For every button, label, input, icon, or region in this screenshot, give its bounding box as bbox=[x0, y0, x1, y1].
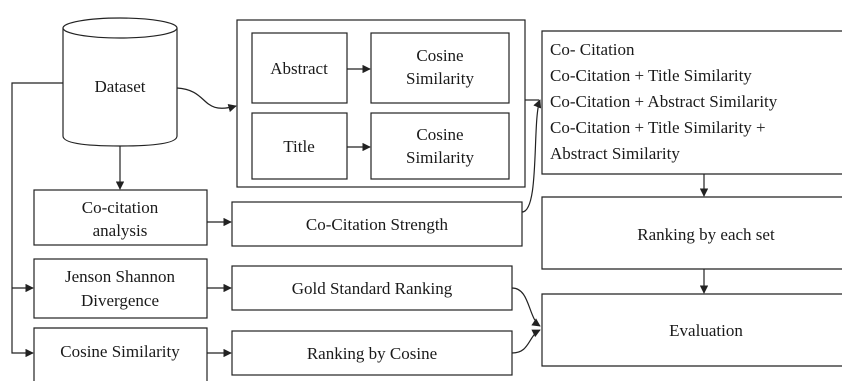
sets-line-4: Co-Citation + Title Similarity + bbox=[550, 118, 766, 137]
sets-box bbox=[541, 30, 842, 175]
jenson-shannon-box bbox=[33, 258, 208, 319]
title-cosine-box bbox=[370, 112, 510, 180]
cocitation-strength-box bbox=[231, 201, 523, 247]
dataset-cylinder: Dataset bbox=[62, 17, 178, 147]
sets-line-3: Co-Citation + Abstract Similarity bbox=[550, 92, 778, 111]
title-cosine-line-2: Similarity bbox=[406, 148, 475, 167]
abstract-cosine-line-2: Similarity bbox=[406, 69, 475, 88]
sets-line-1: Co- Citation bbox=[550, 40, 635, 59]
title-box bbox=[251, 112, 348, 180]
gold-to-evaluation-arrow bbox=[511, 287, 541, 327]
sets-line-2: Co-Citation + Title Similarity bbox=[550, 66, 752, 85]
title-cosine-line-1: Cosine bbox=[416, 125, 463, 144]
strength-to-sets-arrow bbox=[521, 99, 542, 213]
jenson-shannon-line-2: Divergence bbox=[81, 291, 159, 310]
cosine-similarity-box bbox=[33, 327, 208, 381]
jenson-shannon-line-1: Jenson Shannon bbox=[65, 267, 176, 286]
ranking-by-cosine-label: Ranking by Cosine bbox=[307, 344, 437, 363]
dataset-to-group-arrow bbox=[176, 87, 237, 113]
ranking-by-cosine-box bbox=[231, 330, 513, 376]
cocitation-analysis-box bbox=[33, 189, 208, 246]
abstract-box bbox=[251, 32, 348, 104]
evaluation-label: Evaluation bbox=[669, 321, 743, 340]
cocitation-analysis-line-2: analysis bbox=[93, 221, 148, 240]
dataset-label: Dataset bbox=[95, 77, 146, 96]
dataset-side-bus bbox=[11, 82, 63, 358]
ranking-by-set-label: Ranking by each set bbox=[637, 225, 775, 244]
cocitation-analysis-line-1: Co-citation bbox=[82, 198, 159, 217]
gold-standard-label: Gold Standard Ranking bbox=[292, 279, 453, 298]
abstract-label: Abstract bbox=[270, 59, 328, 78]
ranking-by-set-box bbox=[541, 196, 842, 270]
gold-standard-box bbox=[231, 265, 513, 311]
cocitation-strength-label: Co-Citation Strength bbox=[306, 215, 449, 234]
evaluation-box bbox=[541, 293, 842, 367]
cosine-ranking-to-evaluation-arrow bbox=[511, 329, 541, 354]
sets-line-5: Abstract Similarity bbox=[550, 144, 680, 163]
abstract-cosine-line-1: Cosine bbox=[416, 46, 463, 65]
title-label: Title bbox=[283, 137, 315, 156]
abstract-cosine-box bbox=[370, 32, 510, 104]
cosine-similarity-label: Cosine Similarity bbox=[60, 342, 180, 361]
